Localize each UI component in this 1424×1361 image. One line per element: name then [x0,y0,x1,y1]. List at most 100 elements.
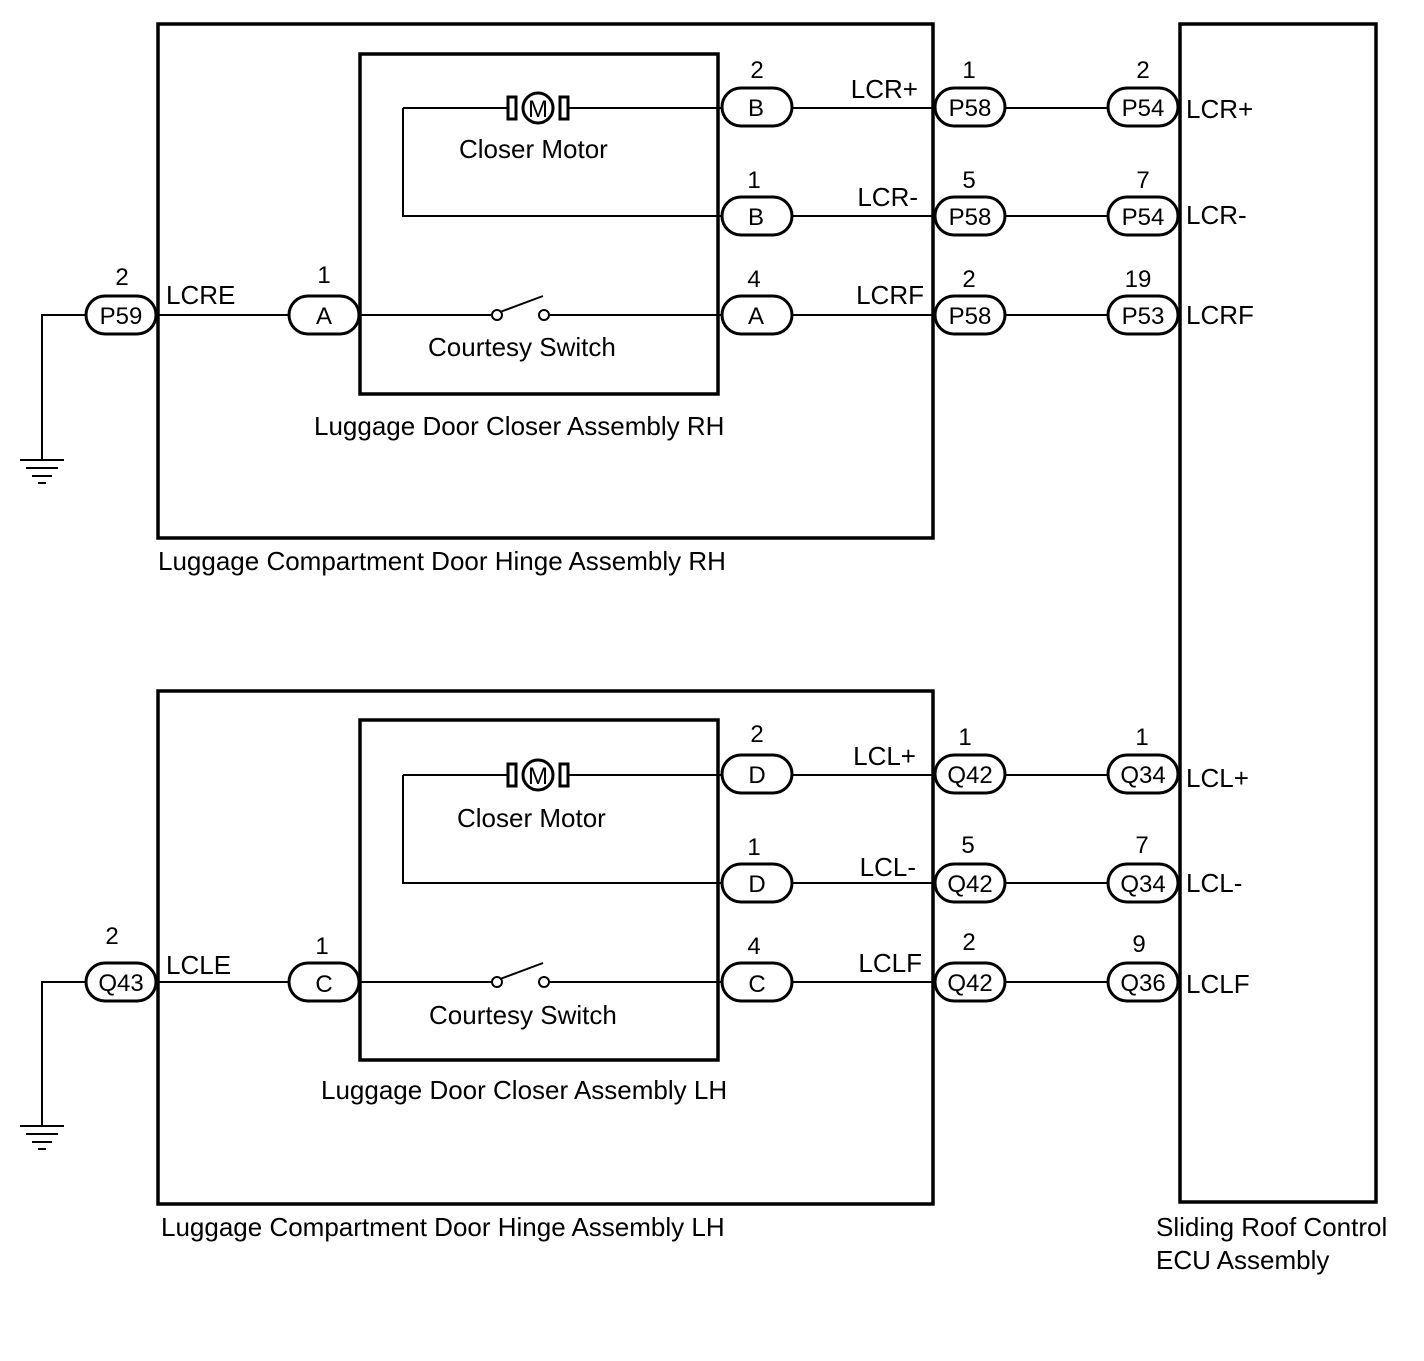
lh-row3-ecu-connector [1106,961,1180,1003]
rh-row3-mid-connector-label: P58 [949,303,992,330]
rh-ground-wire [41,314,86,460]
lh-row3-ecu-pin: 9 [1132,931,1145,958]
rh-row1-ecu-terminal: LCR+ [1186,94,1253,124]
ecu-label-line1: Sliding Roof Control [1156,1212,1387,1242]
lh-row2-mid-pin: 5 [961,832,974,859]
rh-row1-mid-connector [933,86,1007,128]
rh-row3-inner-pin: 4 [747,266,760,293]
ecu-box [1178,22,1378,1204]
ecu-label-line2: ECU Assembly [1156,1245,1329,1275]
rh-left-connector-label: A [316,303,332,330]
rh-row1-inner-connector [720,86,794,128]
rh-row3-ecu-pin: 19 [1125,266,1152,293]
lh-row1-inner-connector-label: D [748,762,765,789]
rh-row2-inner-connector-label: B [748,204,764,231]
lh-row3-mid-connector-label: Q42 [947,970,992,997]
rh-row2-ecu-terminal: LCR- [1186,200,1247,230]
rh-ground-wire-label: LCRE [166,280,235,310]
rh-row3-ecu-connector [1106,294,1180,336]
rh-left-connector [287,294,361,336]
lh-row1-inner-pin: 2 [750,721,763,748]
lh-row3-inner-connector-label: C [748,971,765,998]
lh-row3-inner-pin: 4 [747,933,760,960]
lh-row1-inner-connector [720,753,794,795]
rh-row2-ecu-connector [1106,195,1180,237]
lh-row2-mid-connector-label: Q42 [947,871,992,898]
lh-ground-wire [41,981,86,1126]
lh-left-connector [287,961,361,1003]
lh-row3-mid-connector [933,961,1007,1003]
lh-left-conn-pin: 1 [315,933,328,960]
lh-courtesy-switch-icon [491,962,550,988]
lh-row1-mid-connector [933,753,1007,795]
lh-ground-pin: 2 [105,923,118,950]
rh-row2-ecu-pin: 7 [1136,167,1149,194]
rh-motor-label: Closer Motor [459,134,608,164]
rh-row1-inner-connector-label: B [748,95,764,122]
rh-closer-box [358,52,720,396]
rh-section: Luggage Compartment Door Hinge Assembly … [20,22,1254,576]
lh-row3-wire-label: LCLF [858,948,922,978]
lh-switch-label: Courtesy Switch [429,1000,617,1030]
rh-row3-inner-connector [720,294,794,336]
lh-row1-ecu-pin: 1 [1135,724,1148,751]
rh-switch-label: Courtesy Switch [428,332,616,362]
lh-row3-mid-pin: 2 [962,929,975,956]
rh-hinge-label: Luggage Compartment Door Hinge Assembly … [158,546,726,576]
lh-motor-symbol: M [528,763,548,790]
rh-left-conn-pin: 1 [317,262,330,289]
lh-ground-wire-label: LCLE [166,950,231,980]
rh-row2-ecu-connector-label: P54 [1122,204,1165,231]
lh-closer-label: Luggage Door Closer Assembly LH [321,1075,727,1105]
lh-row1-mid-pin: 1 [958,724,971,751]
rh-row3-wire-label: LCRF [856,280,924,310]
lh-row3-inner-connector [720,961,794,1003]
rh-motor-icon: M [506,91,570,125]
rh-row3-mid-pin: 2 [962,266,975,293]
lh-row1-ecu-connector [1106,753,1180,795]
rh-row3-inner-connector-label: A [748,303,764,330]
rh-row3-mid-connector [933,294,1007,336]
lh-row2-ecu-terminal: LCL- [1186,868,1242,898]
rh-ground-icon [20,459,64,484]
rh-row2-mid-pin: 5 [962,167,975,194]
lh-ground-connector [84,961,158,1003]
lh-motor-loop-wire [402,775,722,884]
lh-row2-ecu-pin: 7 [1135,832,1148,859]
lh-motor-icon: M [506,758,570,792]
lh-row2-ecu-connector [1106,862,1180,904]
rh-row2-wire-label: LCR- [857,182,918,212]
rh-ground-pin: 2 [115,264,128,291]
lh-row2-inner-connector-label: D [748,871,765,898]
rh-ground-connector-label: P59 [100,303,143,330]
rh-row1-mid-connector-label: P58 [949,95,992,122]
rh-motor-loop-wire [402,108,722,217]
rh-row1-mid-pin: 1 [962,57,975,84]
lh-ground-icon [20,1125,64,1150]
rh-row2-inner-pin: 1 [747,167,760,194]
lh-section: Luggage Compartment Door Hinge Assembly … [20,689,1250,1242]
rh-row1-ecu-connector-label: P54 [1122,95,1165,122]
lh-row1-mid-connector-label: Q42 [947,762,992,789]
lh-row2-ecu-connector-label: Q34 [1120,871,1165,898]
rh-row2-mid-connector [933,195,1007,237]
rh-courtesy-switch-icon [491,295,550,321]
rh-row1-ecu-pin: 2 [1136,57,1149,84]
lh-hinge-label: Luggage Compartment Door Hinge Assembly … [161,1212,725,1242]
lh-hinge-box [156,689,935,1206]
rh-row3-ecu-connector-label: P53 [1122,303,1165,330]
rh-row1-inner-pin: 2 [750,57,763,84]
rh-closer-label: Luggage Door Closer Assembly RH [314,411,724,441]
rh-row1-wire-label: LCR+ [851,74,918,104]
lh-ground-connector-label: Q43 [98,970,143,997]
lh-row3-ecu-connector-label: Q36 [1120,970,1165,997]
lh-row2-inner-connector [720,862,794,904]
rh-row3-ecu-terminal: LCRF [1186,300,1254,330]
lh-row1-ecu-connector-label: Q34 [1120,762,1165,789]
lh-motor-label: Closer Motor [457,803,606,833]
rh-row2-inner-connector [720,195,794,237]
lh-row3-ecu-terminal: LCLF [1186,969,1250,999]
rh-ground-connector [84,294,158,336]
rh-hinge-box [156,22,935,540]
lh-row2-mid-connector [933,862,1007,904]
